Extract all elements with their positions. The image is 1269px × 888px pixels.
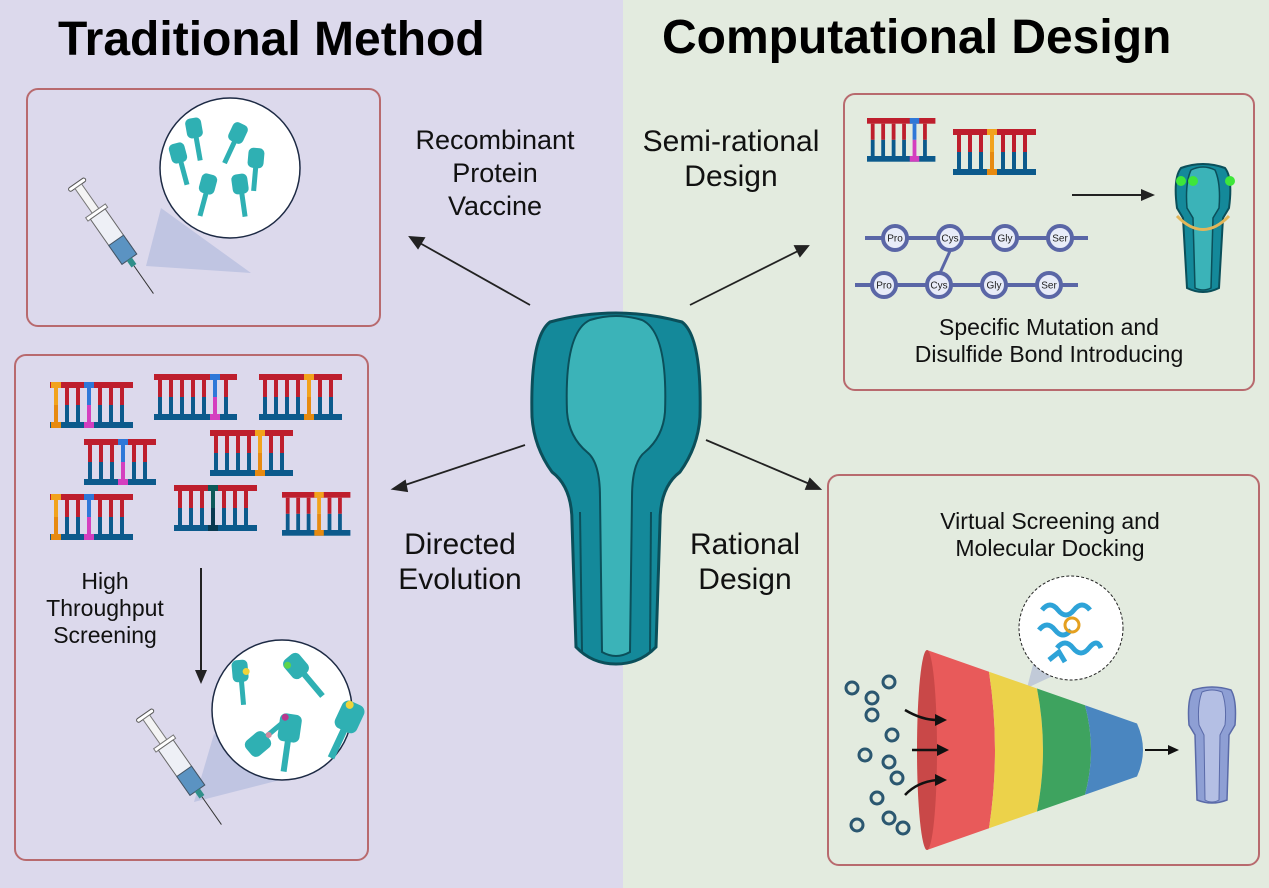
funnel-segment	[927, 650, 995, 850]
caption-line-2: Molecular Docking	[955, 535, 1145, 561]
mutation-dna-illustration	[867, 118, 1036, 175]
svg-text:Ser: Ser	[1041, 281, 1057, 292]
virtual-screening-caption: Virtual Screening and Molecular Docking	[827, 508, 1269, 562]
dna-ladder	[953, 129, 1036, 175]
recombinant-protein-vaccine-label: Recombinant Protein Vaccine	[395, 124, 595, 223]
mutant-proteins-icon	[231, 652, 365, 772]
dna-ladder	[50, 494, 133, 540]
virtual-screening-panel	[827, 474, 1260, 866]
hts-caption-line-3: Screening	[53, 622, 157, 648]
funnel-segment	[989, 671, 1043, 829]
amino-acid-ser: Ser	[1046, 224, 1074, 252]
rational-design-label: Rational Design	[670, 527, 820, 597]
virtual-screening-illustration	[844, 575, 1237, 850]
protein-structure-icon	[1037, 602, 1104, 664]
dna-ladder	[259, 374, 342, 420]
computational-design-title: Computational Design	[662, 11, 1172, 64]
caption-line-2: Disulfide Bond Introducing	[914, 341, 1184, 367]
directed-evolution-panel	[14, 354, 369, 861]
label-line-3: Vaccine	[447, 191, 543, 221]
funnel-icon	[917, 650, 1143, 850]
disulfide-bond-line	[938, 250, 952, 274]
protein-particles-icon	[168, 117, 265, 217]
docking-magnifier	[1018, 575, 1124, 681]
dna-ladder	[84, 439, 156, 485]
stabilized-protein-icon	[1174, 163, 1235, 293]
label-line-2: Protein	[452, 158, 538, 188]
directed-evolution-label: Directed Evolution	[380, 527, 540, 597]
semi-rational-caption: Specific Mutation and Disulfide Bond Int…	[843, 314, 1255, 368]
svg-text:Gly: Gly	[987, 281, 1002, 292]
input-arrows-icon	[904, 708, 939, 796]
dna-library-illustration	[50, 374, 351, 540]
funnel-segment	[1037, 688, 1091, 812]
amino-acid-gly: Gly	[980, 271, 1008, 299]
syringe-icon	[136, 708, 222, 825]
label-line-2: Evolution	[398, 563, 522, 596]
funnel-segment	[1085, 705, 1143, 795]
central-protein-icon	[530, 311, 702, 666]
amino-acid-cys: Cys	[925, 271, 953, 299]
amino-acid-gly: Gly	[991, 224, 1019, 252]
arrow-to-recombinant	[417, 241, 531, 306]
hts-caption-line-1: High	[81, 568, 129, 594]
label-line-1: Recombinant	[415, 125, 575, 155]
label-line-1: Directed	[404, 528, 516, 561]
arrow-to-semi-rational	[689, 249, 801, 306]
hts-illustration	[136, 568, 365, 825]
recombinant-vaccine-illustration	[68, 97, 301, 294]
dna-ladder	[867, 118, 936, 162]
svg-text:Pro: Pro	[887, 234, 903, 245]
arrow-to-directed-evolution	[401, 444, 526, 487]
magnifier-cone	[194, 734, 284, 802]
arrow-to-rational	[705, 439, 813, 486]
dna-ladder	[50, 382, 133, 428]
label-line-1: Semi-rational	[642, 125, 820, 158]
svg-text:Cys: Cys	[930, 281, 947, 292]
semi-rational-panel	[843, 93, 1255, 391]
selected-protein-icon	[1187, 686, 1237, 804]
syringe-icon	[68, 177, 154, 294]
caption-line-1: Virtual Screening and	[940, 508, 1160, 534]
caption-line-1: Specific Mutation and	[939, 314, 1159, 340]
svg-text:Pro: Pro	[876, 281, 892, 292]
semi-rational-design-label: Semi-rational Design	[625, 124, 837, 194]
recombinant-vaccine-panel	[26, 88, 381, 327]
traditional-method-title: Traditional Method	[58, 13, 485, 66]
hts-caption: High Throughput Screening	[40, 568, 170, 649]
amino-acid-cys: Cys	[936, 224, 964, 252]
svg-text:Cys: Cys	[941, 234, 958, 245]
label-line-2: Design	[684, 160, 778, 193]
dna-ladder	[174, 485, 257, 531]
ligand-molecules-icon	[844, 674, 911, 836]
amino-acid-ser: Ser	[1035, 271, 1063, 299]
label-line-1: Rational	[689, 528, 801, 561]
magnifier-cone	[146, 208, 251, 273]
hts-caption-line-2: Throughput	[46, 595, 164, 621]
dna-ladder	[282, 492, 351, 536]
label-line-2: Design	[698, 563, 792, 596]
amino-acid-pro: Pro	[881, 224, 909, 252]
svg-text:Ser: Ser	[1052, 234, 1068, 245]
dna-ladder	[154, 374, 237, 420]
dna-ladder	[210, 430, 293, 476]
amino-acid-pro: Pro	[870, 271, 898, 299]
svg-text:Gly: Gly	[998, 234, 1013, 245]
